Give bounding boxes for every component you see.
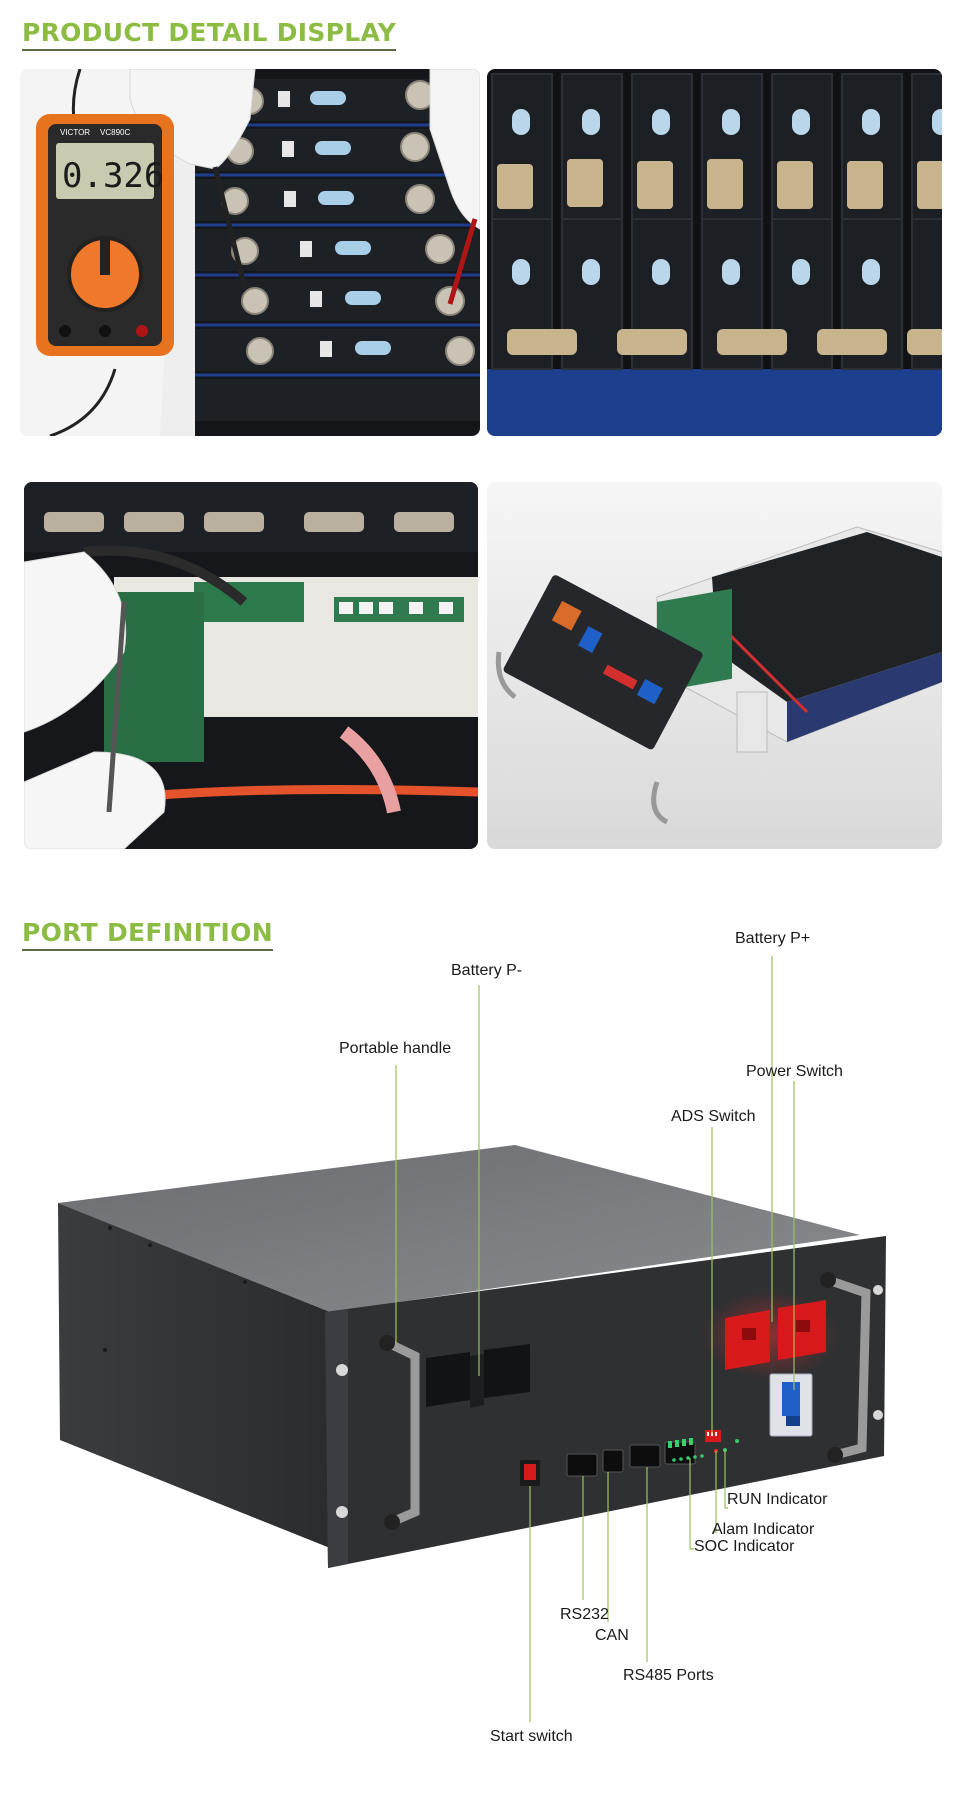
- ads-dip-switch[interactable]: [705, 1430, 721, 1442]
- label-rs232: RS232: [560, 1606, 609, 1623]
- multimeter-reading: 0.326: [62, 156, 164, 196]
- label-power-switch: Power Switch: [746, 1063, 843, 1080]
- port-definition-diagram: Battery P+ Battery P- Portable handle Po…: [0, 900, 960, 1804]
- label-portable-handle: Portable handle: [339, 1040, 452, 1057]
- multimeter-icon: [36, 114, 174, 356]
- section-title-port-definition: PORT DEFINITION: [22, 918, 273, 951]
- label-alam-indicator: Alam Indicator: [712, 1521, 815, 1538]
- label-soc-indicator: SOC Indicator: [694, 1538, 795, 1555]
- multimeter-model: VC890C: [100, 128, 130, 137]
- section-title-product-detail: PRODUCT DETAIL DISPLAY: [22, 18, 397, 51]
- leader-lines: [395, 956, 795, 1722]
- chassis-side: [58, 1203, 330, 1548]
- label-battery-p-plus: Battery P+: [735, 930, 811, 947]
- power-switch[interactable]: [769, 1373, 813, 1437]
- chassis-top: [58, 1145, 860, 1312]
- label-start-switch: Start switch: [490, 1728, 573, 1745]
- cell-busbars-image: [487, 69, 942, 436]
- photo-cell-busbars: [487, 69, 942, 436]
- comm-ports[interactable]: [566, 1441, 696, 1477]
- bms-wiring-image: [24, 482, 478, 849]
- label-battery-p-minus: Battery P-: [451, 962, 523, 979]
- multimeter-cells-image: VICTOR VC890C 0.326: [20, 69, 480, 436]
- label-can: CAN: [595, 1627, 629, 1644]
- battery-rack-illustration: [58, 956, 886, 1722]
- photo-bms-wiring: [24, 482, 478, 849]
- label-ads-switch: ADS Switch: [671, 1108, 756, 1125]
- left-handle-icon[interactable]: [379, 1335, 420, 1530]
- label-run-indicator: RUN Indicator: [727, 1491, 828, 1508]
- label-rs485-ports: RS485 Ports: [623, 1667, 714, 1684]
- battery-negative-terminal[interactable]: [426, 1344, 530, 1408]
- photo-exploded-module: [487, 482, 942, 849]
- soc-indicator-leds: [672, 1454, 704, 1462]
- battery-positive-terminal[interactable]: [725, 1300, 826, 1370]
- photo-multimeter-cells: VICTOR VC890C 0.326: [20, 69, 480, 436]
- start-switch[interactable]: [520, 1460, 540, 1486]
- multimeter-brand: VICTOR: [60, 128, 90, 137]
- exploded-module-image: [487, 482, 942, 849]
- right-handle-icon[interactable]: [820, 1272, 871, 1463]
